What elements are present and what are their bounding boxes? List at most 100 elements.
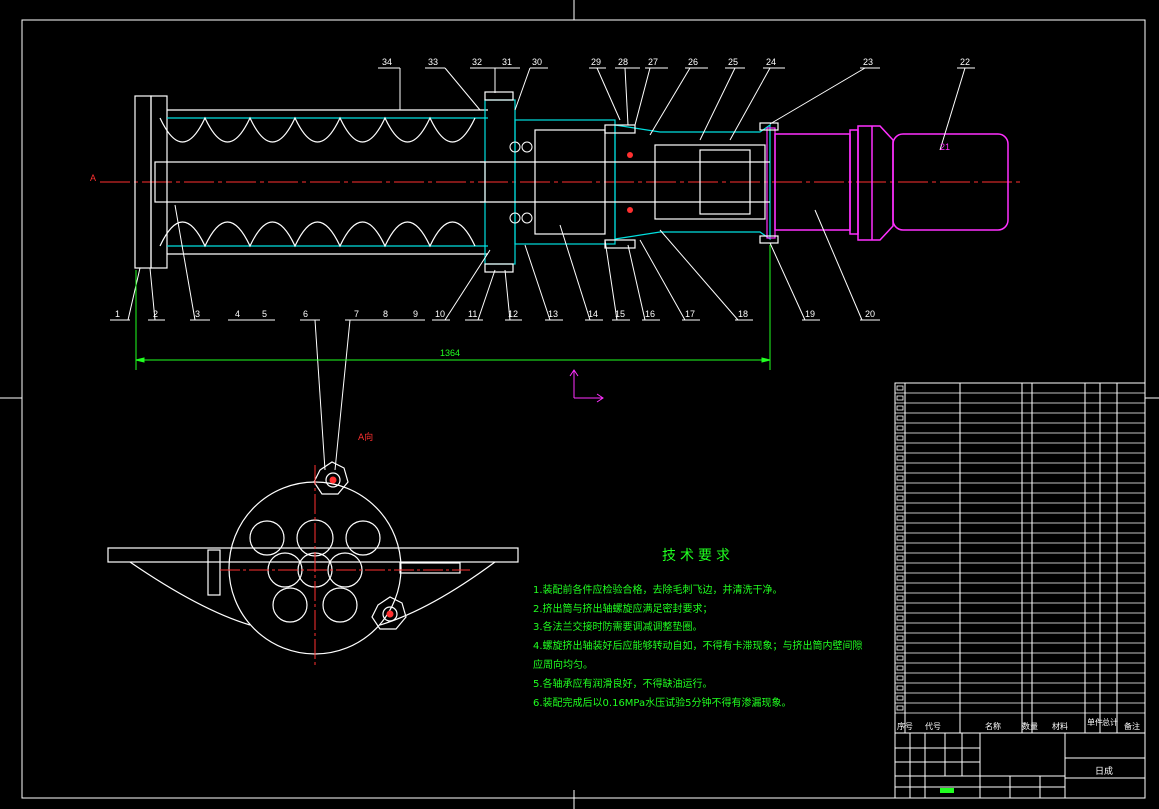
row-index-mark (896, 685, 904, 691)
header-cell: 数量 (1022, 722, 1038, 731)
part-label: 17 (685, 309, 696, 319)
screw-flights (154, 116, 770, 248)
part-label: 11 (468, 309, 478, 319)
row-index-mark (896, 625, 904, 631)
row-index-mark (896, 575, 904, 581)
row-index-mark (896, 425, 904, 431)
row-index-mark (896, 705, 904, 711)
section-mark: A (90, 173, 97, 183)
part-label: 24 (766, 57, 777, 67)
part-label: 19 (805, 309, 816, 319)
row-index-mark (896, 465, 904, 471)
row-index-mark (896, 665, 904, 671)
requirement-item: 5.各轴承应有润滑良好，不得缺油运行。 (533, 679, 713, 690)
part-label: 31 (502, 57, 513, 67)
part-label: 32 (472, 57, 483, 67)
part-label: 23 (863, 57, 874, 67)
row-index-mark (896, 545, 904, 551)
row-index-mark (896, 605, 904, 611)
row-index-mark (896, 695, 904, 701)
leader-lines-bottom (110, 204, 880, 471)
row-index-mark (896, 405, 904, 411)
part-label: 25 (728, 57, 739, 67)
requirement-item: 1.装配前各件应检验合格，去除毛刺飞边，并清洗干净。 (533, 585, 783, 596)
part-label: 9 (413, 309, 419, 319)
end-view-centerlines (220, 465, 470, 665)
row-index-mark (896, 675, 904, 681)
part-label: 2 (153, 309, 159, 319)
row-index-mark (896, 645, 904, 651)
parts-list-rows (895, 385, 1145, 714)
row-index-mark (896, 485, 904, 491)
part-label: 4 (235, 309, 241, 319)
part-label: 22 (960, 57, 971, 67)
row-index-mark (896, 525, 904, 531)
header-cell: 单件 (1087, 718, 1103, 727)
row-index-mark (896, 455, 904, 461)
overall-dimension: 1364 (440, 348, 461, 358)
part-label: 14 (588, 309, 599, 319)
row-index-mark (896, 415, 904, 421)
row-index-mark (896, 385, 904, 391)
row-index-mark (896, 475, 904, 481)
part-label: 21 (940, 142, 951, 152)
header-cell: 材料 (1052, 722, 1068, 731)
part-label: 5 (262, 309, 268, 319)
part-label: 10 (435, 309, 446, 319)
header-cell: 名称 (985, 722, 1001, 731)
part-label: 15 (615, 309, 626, 319)
leader-lines-top (378, 67, 975, 151)
part-label: 18 (738, 309, 749, 319)
part-label: 16 (645, 309, 656, 319)
part-label: 1 (115, 309, 121, 319)
requirement-item: 6.装配完成后以0.16MPa水压试验5分钟不得有渗漏现象。 (533, 698, 792, 709)
row-index-mark (896, 565, 904, 571)
row-index-mark (896, 505, 904, 511)
drawing-name: 日成 (1095, 767, 1114, 777)
requirement-item: 4.螺旋挤出轴装好后应能够转动自如，不得有卡滞现象；与挤出筒内壁间隙 (533, 641, 863, 652)
row-index-mark (896, 585, 904, 591)
requirement-item: 2.挤出筒与挤出轴螺旋应满足密封要求； (533, 604, 713, 615)
header-cell: 序号 (897, 722, 913, 731)
requirement-item: 3.各法兰交接时防需要调减调整垫圈。 (533, 622, 703, 633)
technical-requirements-title: 技术要求 (662, 548, 734, 564)
part-label: 27 (648, 57, 659, 67)
row-index-mark (896, 445, 904, 451)
row-index-mark (896, 635, 904, 641)
row-index-mark (896, 435, 904, 441)
part-label: 30 (532, 57, 543, 67)
motor (774, 125, 1009, 241)
part-label: 12 (508, 309, 519, 319)
row-index-mark (896, 395, 904, 401)
part-label: 29 (591, 57, 602, 67)
header-cell: 总计 (1102, 718, 1118, 727)
parts-list-table (894, 382, 1146, 734)
bearings (509, 141, 633, 224)
end-view (107, 461, 519, 655)
part-label: 13 (548, 309, 559, 319)
part-label: 34 (382, 57, 393, 67)
part-label: 26 (688, 57, 699, 67)
part-label: 33 (428, 57, 439, 67)
row-index-mark (896, 535, 904, 541)
requirement-item: 应周向均匀。 (533, 660, 593, 671)
view-label: A向 (358, 433, 374, 443)
dimension-1364 (135, 245, 771, 370)
row-index-mark (896, 515, 904, 521)
part-label: 6 (303, 309, 309, 319)
row-index-mark (896, 595, 904, 601)
row-index-mark (896, 615, 904, 621)
row-index-mark (896, 495, 904, 501)
header-cell: 代号 (925, 722, 941, 731)
part-label: 20 (865, 309, 876, 319)
header-cell: 备注 (1124, 722, 1140, 731)
part-label: 3 (195, 309, 201, 319)
ucs-icon (569, 369, 604, 403)
part-label: 7 (354, 309, 360, 319)
part-label: 28 (618, 57, 629, 67)
row-index-mark (896, 555, 904, 561)
title-block (894, 732, 1146, 799)
part-label: 8 (383, 309, 389, 319)
row-index-mark (896, 655, 904, 661)
